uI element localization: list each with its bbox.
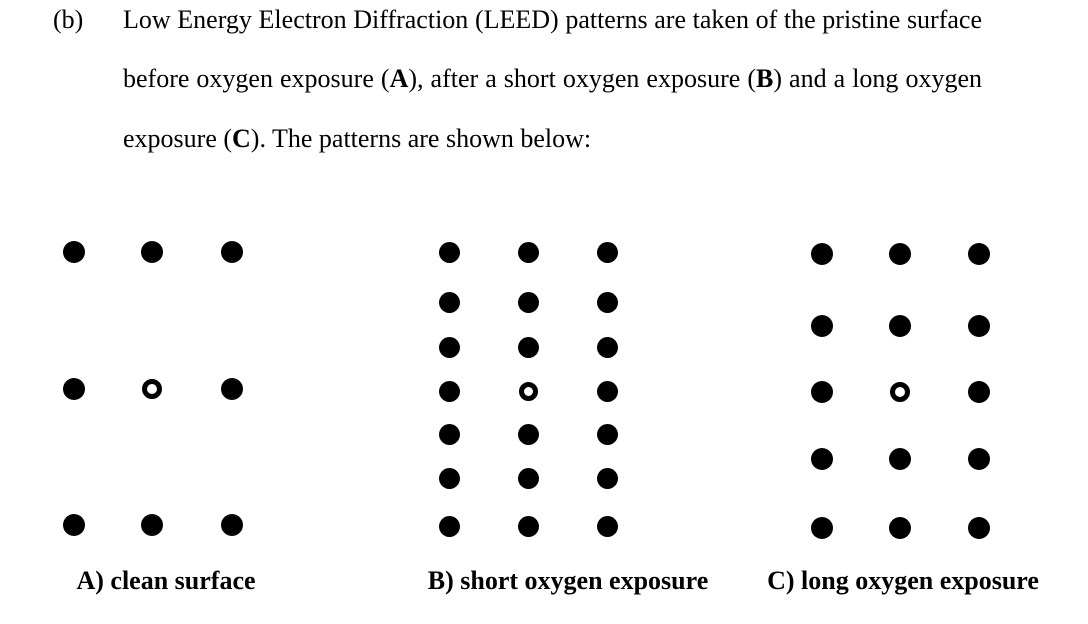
question-text-segment: before oxygen exposure ( [123, 64, 390, 93]
pattern-label-b: B) short oxygen exposure [427, 566, 709, 595]
diffraction-spot [141, 241, 163, 263]
question-text-segment: exposure ( [123, 123, 233, 153]
diffraction-spot [438, 515, 460, 537]
diffraction-spot [221, 514, 243, 536]
diffraction-spot [968, 315, 990, 337]
diffraction-spot [968, 448, 990, 470]
diffraction-spot [221, 241, 243, 263]
question-item-label: (b) [53, 4, 84, 34]
pattern-label-a: A) clean surface [76, 566, 256, 595]
question-line: before oxygen exposure (A), after a shor… [123, 49, 982, 109]
diffraction-spot [889, 243, 911, 265]
diffraction-spot [811, 448, 833, 470]
question-text-segment: ), after a short oxygen exposure ( [408, 64, 756, 93]
question-text-segment: Low Energy Electron Diffraction (LEED) p… [123, 4, 982, 34]
diffraction-spot [968, 243, 990, 265]
diffraction-spot [811, 315, 833, 337]
diffraction-spot [517, 467, 539, 489]
diffraction-spot [63, 241, 85, 263]
diffraction-spot [596, 241, 618, 263]
diffraction-spot [596, 380, 618, 402]
diffraction-spot [968, 381, 990, 403]
question-text-segment: ) and a long oxygen [773, 64, 982, 93]
diffraction-spot [968, 517, 990, 539]
diffraction-spot [596, 467, 618, 489]
diffraction-spot [596, 336, 618, 358]
diffraction-spot [438, 336, 460, 358]
diffraction-spot [596, 291, 618, 313]
diffraction-spot [221, 378, 243, 400]
diffraction-spot [517, 336, 539, 358]
specular-open-spot [890, 382, 910, 402]
diffraction-spot [811, 381, 833, 403]
question-text-segment: ). The patterns are shown below: [250, 123, 592, 153]
diffraction-spot [517, 291, 539, 313]
diffraction-spot [889, 517, 911, 539]
diffraction-spot [517, 241, 539, 263]
diffraction-spot [63, 514, 85, 536]
question-line: Low Energy Electron Diffraction (LEED) p… [123, 0, 982, 49]
diffraction-spot [811, 517, 833, 539]
pattern-label-c: C) long oxygen exposure [767, 566, 1039, 595]
question-line: exposure (C). The patterns are shown bel… [123, 109, 982, 169]
diffraction-spot [811, 243, 833, 265]
diffraction-spot [438, 423, 460, 445]
diffraction-spot [63, 378, 85, 400]
diffraction-spot [141, 514, 163, 536]
diffraction-spot [889, 315, 911, 337]
diffraction-spot [517, 423, 539, 445]
diffraction-spot [438, 467, 460, 489]
diffraction-spot [596, 423, 618, 445]
specular-open-spot [518, 381, 538, 401]
diffraction-spot [517, 515, 539, 537]
question-text: Low Energy Electron Diffraction (LEED) p… [123, 0, 982, 168]
diffraction-spot [596, 515, 618, 537]
diffraction-spot [438, 241, 460, 263]
specular-open-spot [142, 379, 162, 399]
pattern-reference-letter: C [232, 123, 251, 153]
diffraction-spot [438, 380, 460, 402]
diffraction-spot [438, 291, 460, 313]
pattern-reference-letter: A [389, 64, 409, 93]
diffraction-spot [889, 448, 911, 470]
pattern-reference-letter: B [755, 64, 774, 93]
